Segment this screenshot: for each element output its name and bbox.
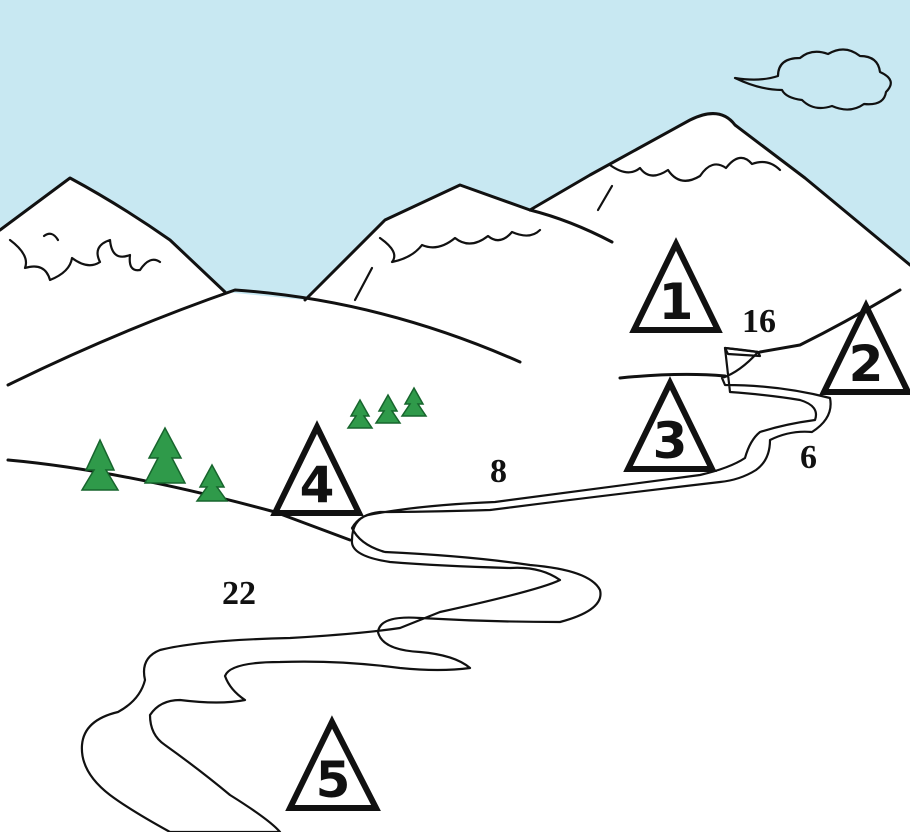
marker-5-label: 5 xyxy=(316,751,351,809)
value-label-6: 6 xyxy=(800,439,817,476)
value-label-8: 8 xyxy=(490,453,507,490)
marker-4-label: 4 xyxy=(300,456,335,514)
value-label-22: 22 xyxy=(222,575,256,612)
marker-2-label: 2 xyxy=(849,335,884,393)
marker-3-label: 3 xyxy=(653,412,688,470)
marker-1-label: 1 xyxy=(659,273,694,331)
value-label-16: 16 xyxy=(742,303,776,340)
